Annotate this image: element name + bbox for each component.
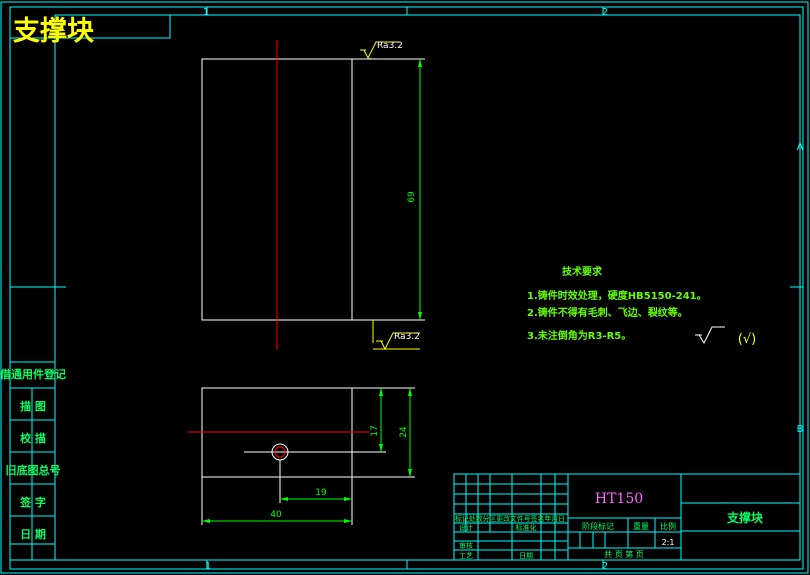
tech-line-2: 2.铸件不得有毛刺、飞边、裂纹等。 <box>527 306 688 319</box>
roughness-top-label: Ra3.2 <box>377 41 403 51</box>
weight-label: 重量 <box>633 521 649 531</box>
zone-bottom-1: 1 <box>205 561 211 572</box>
left-label-sign: 签 字 <box>19 495 46 509</box>
top-view-hole-inner <box>274 446 286 458</box>
process-label: 工艺 <box>459 552 473 560</box>
tech-line-3: 3.未注倒角为R3-R5。 <box>527 329 631 342</box>
zone-top-2: 2 <box>602 7 608 18</box>
roughness-bottom-label: Ra3.2 <box>394 332 420 342</box>
zone-labels: 1 2 1 2 A B <box>203 7 804 572</box>
standard-label: 标准化 <box>516 523 537 532</box>
roughness-top <box>360 41 400 60</box>
design-label: 设计 <box>459 523 473 532</box>
zone-top-1: 1 <box>203 7 209 18</box>
dim-width-40: 40 <box>270 510 282 520</box>
revision-header: 标记处数分区更改文件号签名年月日 <box>455 514 565 523</box>
dim-height-69: 69 <box>407 191 417 203</box>
zone-right-a: A <box>797 142 804 153</box>
roughness-bottom <box>372 320 420 351</box>
left-label-old-number: 旧底图总号 <box>6 463 61 477</box>
top-view: 17 24 19 40 <box>188 387 415 525</box>
left-label-trace: 描 图 <box>20 399 46 413</box>
left-label-check: 校 描 <box>20 431 46 445</box>
title-block-text: HT150 支撑块 标记处数分区更改文件号签名年月日 设计 标准化 审核 工艺 … <box>455 491 764 560</box>
scale-value: 2:1 <box>662 538 675 547</box>
left-label-register: 借通用件登记 <box>0 367 66 381</box>
left-label-date: 日 期 <box>20 527 46 541</box>
date-label: 日期 <box>519 552 533 560</box>
general-roughness-label: (√) <box>738 332 756 347</box>
tech-line-1: 1.铸件时效处理，硬度HB5150-241。 <box>527 289 707 302</box>
front-view: 69 <box>201 40 425 350</box>
technical-requirements: 技术要求 1.铸件时效处理，硬度HB5150-241。 2.铸件不得有毛刺、飞边… <box>527 265 707 342</box>
tech-heading: 技术要求 <box>562 265 603 278</box>
zone-bottom-2: 2 <box>602 561 608 572</box>
left-column <box>9 361 56 561</box>
stage-mark-label: 阶段标记 <box>582 521 614 531</box>
dim-height-24: 24 <box>399 426 409 438</box>
title-block <box>453 473 801 561</box>
dim-width-19: 19 <box>315 488 327 498</box>
material-label: HT150 <box>595 491 643 507</box>
general-roughness-icon <box>695 326 725 345</box>
review-label: 审核 <box>459 541 473 550</box>
left-column-labels: 借通用件登记 描 图 校 描 旧底图总号 签 字 日 期 <box>0 367 66 541</box>
zone-right-b: B <box>797 424 804 435</box>
dim-height-17: 17 <box>370 425 380 436</box>
drawing-title: 支撑块 <box>13 16 95 47</box>
sheet-count: 共 页 第 页 <box>604 549 644 559</box>
scale-label: 比例 <box>660 521 676 531</box>
part-name-label: 支撑块 <box>726 510 764 525</box>
